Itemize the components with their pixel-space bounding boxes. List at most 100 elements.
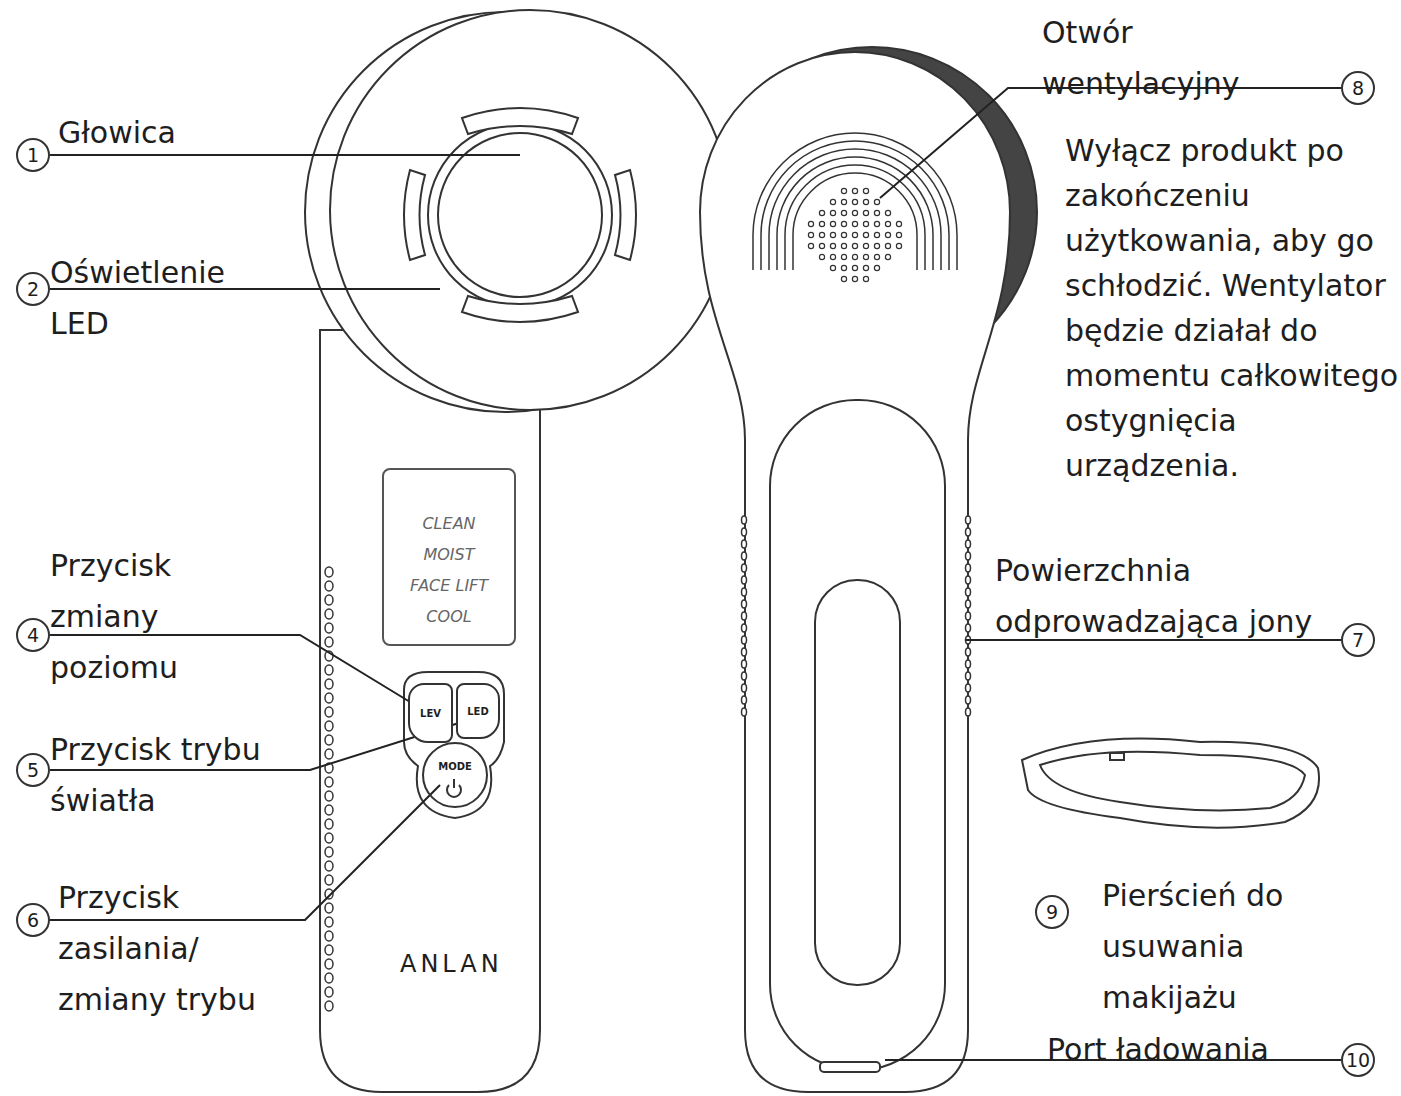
vent-dot (874, 221, 879, 226)
grip-dot (325, 833, 333, 843)
vent-dot (852, 243, 857, 248)
vent-arc (777, 157, 933, 270)
grip-dot (966, 612, 971, 620)
grip-dot (966, 660, 971, 668)
vent-dot (841, 243, 846, 248)
grip-dot (325, 623, 333, 633)
grip-dot (325, 805, 333, 815)
grip-dot (325, 721, 333, 731)
leader-line (50, 154, 520, 156)
grip-dot (742, 696, 747, 704)
vent-dot (852, 210, 857, 215)
grip-dot (742, 588, 747, 596)
vent-dot (841, 199, 846, 204)
vent-dot (863, 188, 868, 193)
grip-dot (325, 735, 333, 745)
vent-dot (863, 254, 868, 259)
front-head (330, 10, 730, 410)
vent-dot (841, 221, 846, 226)
control-button: LED (456, 683, 500, 739)
grip-dot (325, 861, 333, 871)
makeup-ring (1022, 739, 1319, 828)
grip-dot (742, 540, 747, 548)
grip-dot (742, 624, 747, 632)
button-text: LEV (420, 708, 441, 719)
grip-dot (325, 917, 333, 927)
vent-arcs (753, 133, 957, 270)
mode-display: CLEANMOISTFACE LIFTCOOL (382, 468, 516, 646)
vent-dot (830, 243, 835, 248)
grip-dot (742, 600, 747, 608)
led-strip (404, 170, 425, 260)
grip-dot (966, 600, 971, 608)
grip-dot (325, 987, 333, 997)
vent-dot (841, 254, 846, 259)
vent-dot (896, 243, 901, 248)
vent-arc (785, 165, 925, 270)
vent-dot (852, 265, 857, 270)
grip-dot (325, 945, 333, 955)
callout-circle: 4Przycisk zmiany poziomu (16, 618, 50, 652)
callout-circle: 7Powierzchnia odprowadzająca jony (1341, 623, 1375, 657)
part-name: Otwór wentylacyjny (1042, 7, 1302, 109)
grip-dot (966, 684, 971, 692)
vent-dot (863, 221, 868, 226)
vent-dot (841, 232, 846, 237)
ring-tab (1110, 753, 1124, 760)
grip-dot (742, 528, 747, 536)
grip-dot (325, 819, 333, 829)
grip-dot (742, 648, 747, 656)
front-handle (320, 330, 540, 1092)
usage-note: Wyłącz produkt po zakończeniu użytkowani… (1065, 128, 1400, 488)
vent-dot (830, 210, 835, 215)
back-device (700, 47, 1037, 1092)
grip-dot (325, 665, 333, 675)
grip-dot (325, 931, 333, 941)
vent-dot (874, 265, 879, 270)
vent-dot (874, 199, 879, 204)
grip-dot (325, 847, 333, 857)
side-grip-dots (742, 516, 971, 716)
vent-dot (808, 221, 813, 226)
back-body (700, 52, 1010, 1092)
vent-dot (885, 221, 890, 226)
callout-circle: 2Oświetlenie LED (16, 272, 50, 306)
vent-dot (863, 232, 868, 237)
vent-dot (852, 276, 857, 281)
vent-dot (841, 265, 846, 270)
led-strip (615, 170, 636, 260)
vent-dot (830, 265, 835, 270)
grip-dot (742, 552, 747, 560)
vent-dot (874, 254, 879, 259)
head-plate (428, 123, 612, 307)
button-panel (404, 672, 504, 818)
grip-dot (325, 679, 333, 689)
vent-dot (863, 199, 868, 204)
grip-dot (325, 609, 333, 619)
vent-dot (885, 254, 890, 259)
grip-dot (966, 696, 971, 704)
callout-number: 10 (1346, 1051, 1370, 1070)
vent-dot (885, 210, 890, 215)
grip-dot (742, 708, 747, 716)
grip-dot (966, 528, 971, 536)
brand-name: ANLAN (400, 950, 503, 978)
vent-dot (874, 210, 879, 215)
grip-dot (966, 564, 971, 572)
callout-circle: 8Otwór wentylacyjny (1341, 71, 1375, 105)
part-name: Oświetlenie LED (50, 247, 280, 349)
grip-dot (966, 516, 971, 524)
vent-dot (852, 254, 857, 259)
grip-dot (966, 576, 971, 584)
grip-dot (325, 973, 333, 983)
grip-dot (325, 637, 333, 647)
vent-dot (819, 210, 824, 215)
power-symbol (447, 779, 461, 797)
vent-dot (819, 254, 824, 259)
display-mode-text: COOL (384, 601, 514, 632)
vent-dot (830, 232, 835, 237)
grip-dot (325, 777, 333, 787)
callout-number: 6 (27, 911, 39, 930)
vent-arc (753, 133, 957, 270)
vent-dot (841, 210, 846, 215)
